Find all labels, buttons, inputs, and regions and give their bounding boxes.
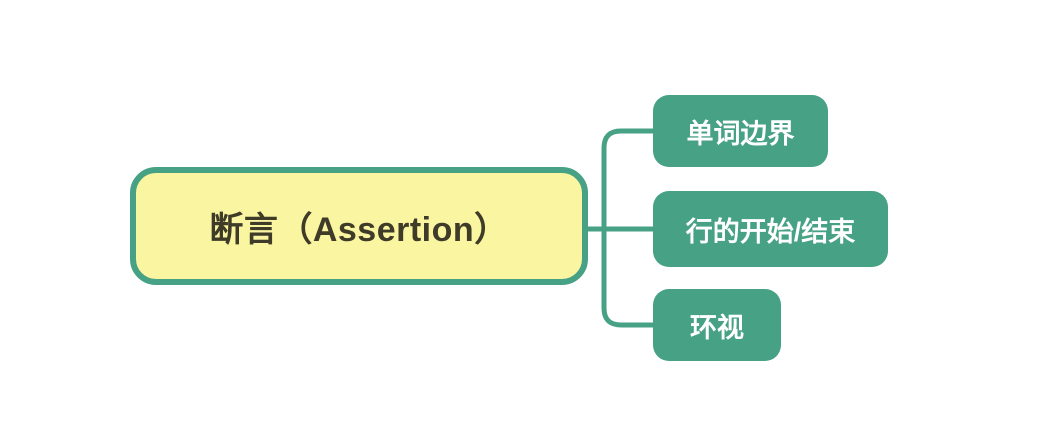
root-node-label: 断言（Assertion） (209, 210, 509, 249)
child-node-label: 单词边界 (686, 118, 795, 149)
child-node-lookaround[interactable]: 环视 (653, 289, 781, 361)
child-node-label: 环视 (690, 312, 744, 343)
child-node-label: 行的开始/结束 (685, 216, 856, 247)
root-node-assertion[interactable]: 断言（Assertion） (130, 167, 588, 285)
child-node-word-boundary[interactable]: 单词边界 (653, 95, 828, 167)
child-node-line-start-end[interactable]: 行的开始/结束 (653, 191, 888, 267)
